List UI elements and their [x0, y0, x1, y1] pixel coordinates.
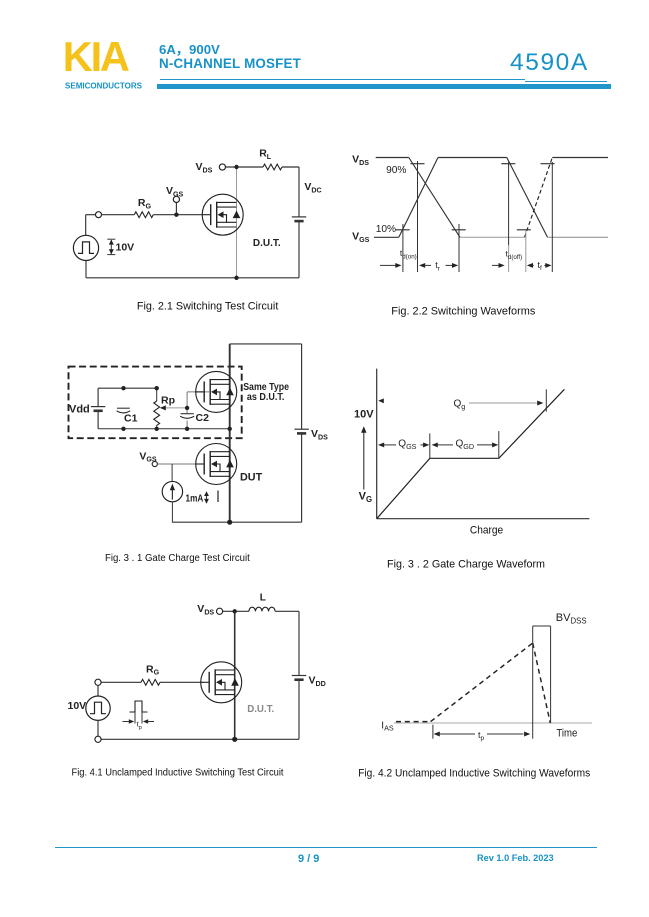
- svg-text:tp: tp: [137, 720, 142, 731]
- svg-text:RG: RG: [146, 663, 160, 676]
- svg-text:IAS: IAS: [381, 720, 394, 732]
- svg-text:VGS: VGS: [352, 231, 370, 244]
- svg-text:VDS: VDS: [197, 603, 214, 616]
- svg-text:Qg: Qg: [454, 399, 466, 411]
- svg-text:as D.U.T.: as D.U.T.: [247, 392, 285, 403]
- svg-text:tf: tf: [538, 260, 543, 272]
- svg-text:90%: 90%: [386, 165, 406, 176]
- svg-text:D.U.T.: D.U.T.: [247, 704, 274, 715]
- svg-text:10%: 10%: [376, 224, 396, 235]
- svg-text:Fig. 4.2 Unclamped Inductive S: Fig. 4.2 Unclamped Inductive Switching W…: [358, 768, 591, 780]
- svg-text:Fig. 3 . 2 Gate Charge Wavefor: Fig. 3 . 2 Gate Charge Waveform: [387, 559, 545, 571]
- svg-text:10V: 10V: [116, 242, 135, 254]
- svg-text:VDS: VDS: [196, 161, 213, 174]
- svg-text:Time: Time: [556, 727, 577, 739]
- svg-text:VDS: VDS: [352, 154, 369, 167]
- svg-text:C2: C2: [196, 412, 210, 424]
- svg-text:tp: tp: [478, 730, 485, 742]
- svg-text:10V: 10V: [354, 409, 374, 421]
- svg-text:DUT: DUT: [240, 472, 263, 484]
- svg-text:Fig. 2.2 Switching Waveforms: Fig. 2.2 Switching Waveforms: [391, 306, 535, 318]
- svg-text:Same Type: Same Type: [243, 382, 289, 393]
- svg-text:10V: 10V: [68, 700, 87, 712]
- svg-text:tr: tr: [435, 260, 441, 272]
- svg-text:td(off): td(off): [506, 249, 523, 261]
- svg-text:SEMICONDUCTORS: SEMICONDUCTORS: [65, 81, 143, 90]
- svg-text:VDS: VDS: [311, 428, 328, 441]
- svg-text:L: L: [260, 593, 266, 604]
- svg-text:Fig. 2.1 Switching Test Circui: Fig. 2.1 Switching Test Circuit: [137, 301, 279, 313]
- svg-text:Charge: Charge: [470, 525, 503, 537]
- svg-text:BVDSS: BVDSS: [556, 612, 587, 625]
- svg-text:1mA: 1mA: [186, 493, 204, 505]
- svg-text:QGS: QGS: [398, 439, 416, 451]
- svg-text:D.U.T.: D.U.T.: [253, 238, 281, 249]
- svg-text:Rp: Rp: [161, 395, 175, 407]
- svg-text:C1: C1: [124, 413, 138, 425]
- svg-text:RL: RL: [259, 148, 272, 161]
- svg-text:VG: VG: [359, 491, 372, 504]
- svg-text:QGD: QGD: [456, 439, 475, 451]
- svg-text:VDC: VDC: [304, 181, 321, 194]
- svg-text:Fig. 4.1 Unclamped Inductive S: Fig. 4.1 Unclamped Inductive Switching T…: [72, 767, 284, 778]
- svg-text:Fig. 3 . 1 Gate Charge Test Ci: Fig. 3 . 1 Gate Charge Test Circuit: [105, 553, 250, 564]
- svg-text:VDD: VDD: [309, 675, 326, 688]
- svg-text:RG: RG: [138, 197, 152, 210]
- svg-text:VGS: VGS: [166, 185, 184, 198]
- svg-text:Vdd: Vdd: [69, 404, 90, 416]
